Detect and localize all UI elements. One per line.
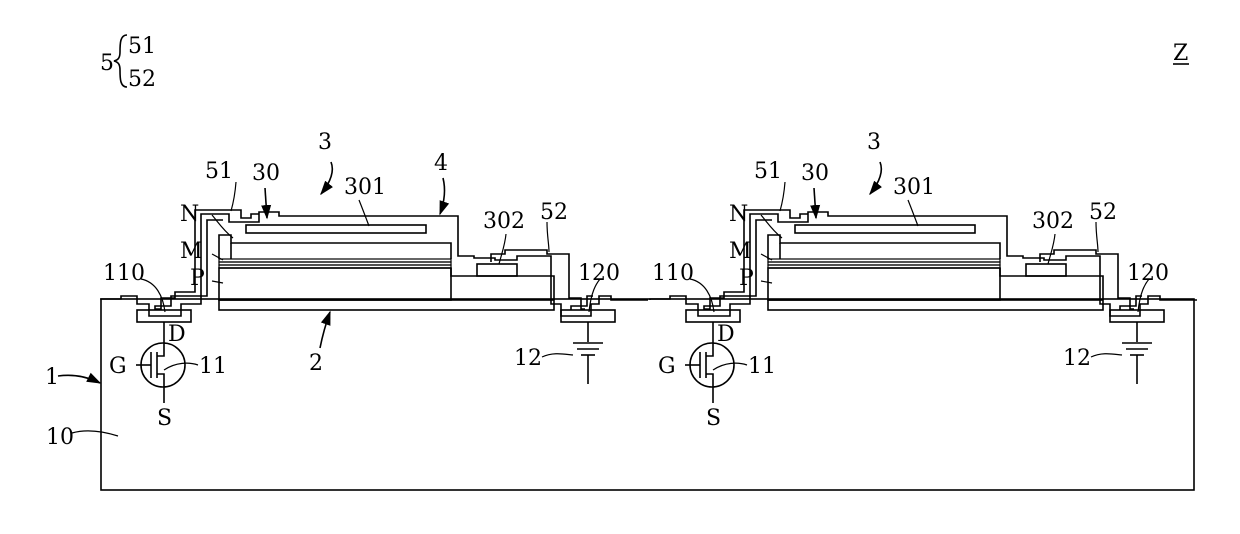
label-side-electrode: 302 — [483, 209, 525, 234]
label-source: S — [706, 406, 721, 431]
label-source: S — [157, 406, 172, 431]
figure-id: Z — [1173, 41, 1188, 66]
label-ground: 12 — [1063, 346, 1091, 371]
label-drain: D — [168, 322, 186, 347]
legend-group: 5 — [100, 51, 114, 76]
legend-item-52: 52 — [128, 67, 156, 92]
label-transistor: 11 — [748, 354, 776, 379]
legend-brace — [114, 35, 127, 87]
label-led-unit: 3 — [318, 130, 332, 155]
label-opening: 30 — [801, 161, 829, 186]
label-layer-m: M — [729, 239, 752, 264]
label-top-electrode: 301 — [344, 175, 386, 200]
label-wire-second: 52 — [540, 200, 568, 225]
label-layer-n: N — [180, 202, 199, 227]
label-pad-ground: 120 — [1127, 261, 1169, 286]
label-wire-first: 51 — [754, 159, 782, 184]
label-led-unit: 3 — [867, 130, 881, 155]
body-leader — [72, 431, 118, 436]
label-gate: G — [109, 354, 127, 379]
label-substrate-body: 10 — [46, 425, 74, 450]
label-wire-second: 52 — [1089, 200, 1117, 225]
stack-arrow — [320, 312, 330, 348]
label-gate: G — [658, 354, 676, 379]
label-drain: D — [717, 322, 735, 347]
label-opening: 30 — [252, 161, 280, 186]
label-pad-drain: 110 — [652, 261, 694, 286]
label-layer-n: N — [729, 202, 748, 227]
label-layer-p: P — [190, 266, 205, 291]
legend-item-51: 51 — [128, 34, 156, 59]
label-top-electrode: 301 — [893, 175, 935, 200]
insulation-arrow — [440, 178, 444, 214]
labels-left: 3 51 30 301 302 52 N M P 110 120 D G 11 … — [103, 130, 620, 431]
label-insulation: 4 — [434, 151, 448, 176]
label-layer-m: M — [180, 239, 203, 264]
substrate — [101, 299, 1194, 490]
label-ground: 12 — [514, 346, 542, 371]
label-side-electrode: 302 — [1032, 209, 1074, 234]
label-layer-stack: 2 — [309, 351, 323, 376]
legend: 5 51 52 — [100, 34, 156, 92]
label-wire-first: 51 — [205, 159, 233, 184]
label-substrate: 1 — [45, 365, 59, 390]
label-pad-drain: 110 — [103, 261, 145, 286]
label-pad-ground: 120 — [578, 261, 620, 286]
substrate-arrow — [58, 375, 100, 383]
label-layer-p: P — [739, 266, 754, 291]
labels-right: 3 51 30 301 302 52 N M P 110 120 D G 11 … — [652, 130, 1169, 431]
label-transistor: 11 — [199, 354, 227, 379]
